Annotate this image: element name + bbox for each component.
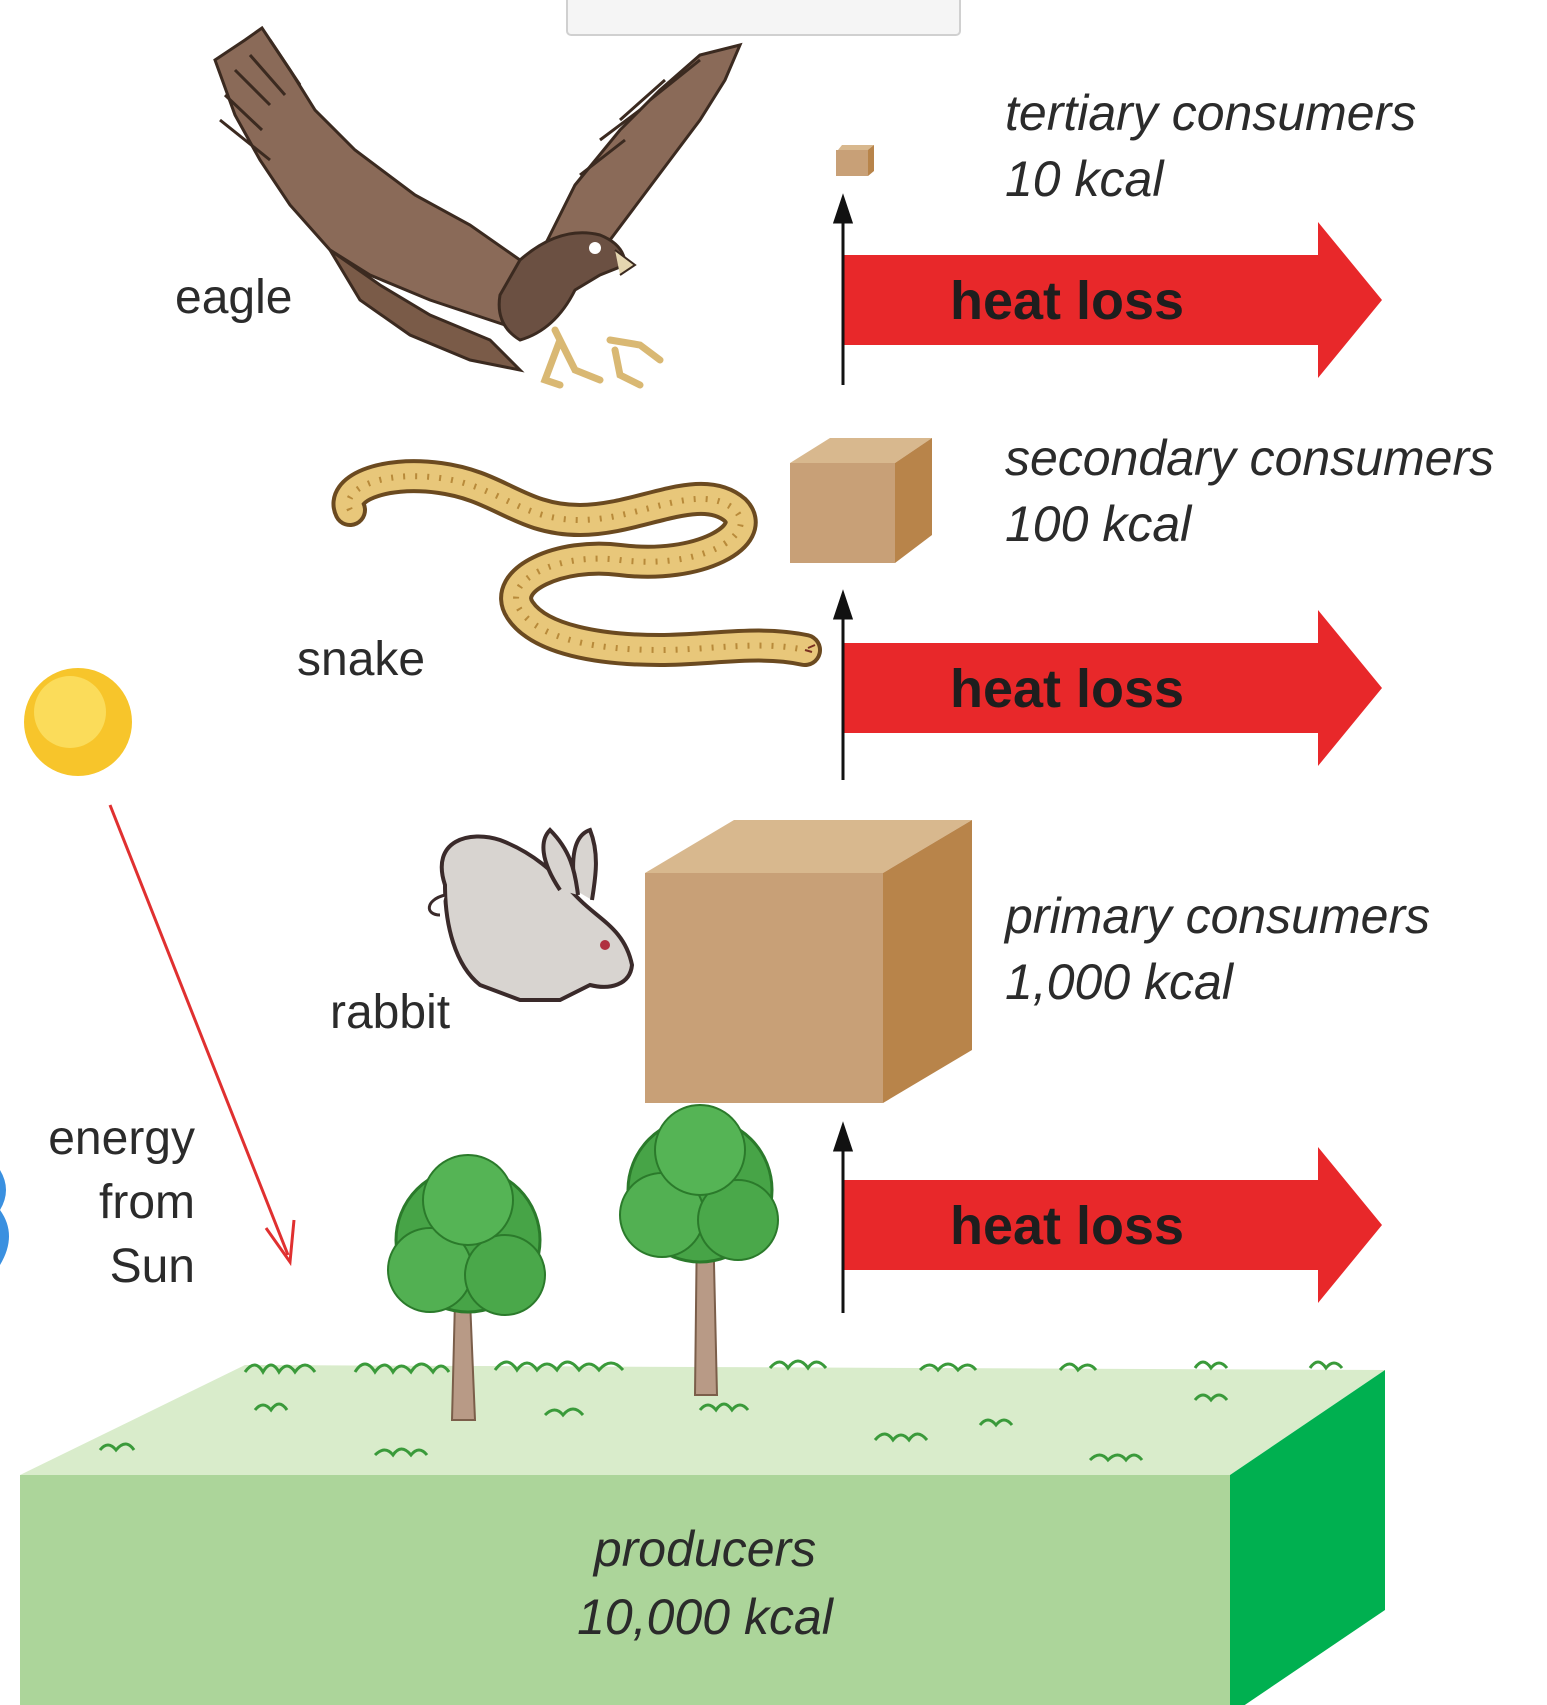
eagle-icon [215, 28, 740, 385]
heat-loss-label-1: heat loss [950, 270, 1184, 332]
rabbit-icon [429, 830, 632, 1000]
producers-energy: 10,000 kcal [500, 1583, 910, 1651]
tree-right [620, 1105, 778, 1395]
sun-icon [24, 668, 132, 776]
heat-loss-label-2: heat loss [950, 658, 1184, 720]
left-edge-blue-shape [0, 1170, 9, 1265]
producers-label: producers 10,000 kcal [500, 1515, 910, 1651]
primary-consumers-label: primary consumers 1,000 kcal [1005, 883, 1430, 1015]
producers-name: producers [500, 1515, 910, 1583]
energy-from-sun-label: energy from Sun [10, 1107, 195, 1299]
heat-loss-label-3: heat loss [950, 1195, 1184, 1257]
primary-consumers-name: primary consumers [1005, 883, 1430, 949]
tertiary-consumers-energy: 10 kcal [1005, 146, 1416, 212]
secondary-consumers-energy: 100 kcal [1005, 491, 1494, 557]
snake-icon [348, 476, 815, 652]
tertiary-consumers-label: tertiary consumers 10 kcal [1005, 80, 1416, 212]
cube-primary [645, 820, 972, 1103]
cube-tertiary [836, 145, 874, 176]
secondary-consumers-label: secondary consumers 100 kcal [1005, 425, 1494, 557]
primary-consumers-energy: 1,000 kcal [1005, 949, 1430, 1015]
energy-from-sun-line1: energy [10, 1107, 195, 1171]
secondary-consumers-name: secondary consumers [1005, 425, 1494, 491]
snake-label: snake [297, 632, 425, 687]
tertiary-consumers-name: tertiary consumers [1005, 80, 1416, 146]
eagle-label: eagle [175, 270, 292, 325]
energy-from-sun-line2: from [10, 1171, 195, 1235]
top-partial-panel [567, 0, 960, 35]
energy-from-sun-line3: Sun [10, 1235, 195, 1299]
rabbit-label: rabbit [330, 985, 450, 1040]
cube-secondary [790, 438, 932, 563]
